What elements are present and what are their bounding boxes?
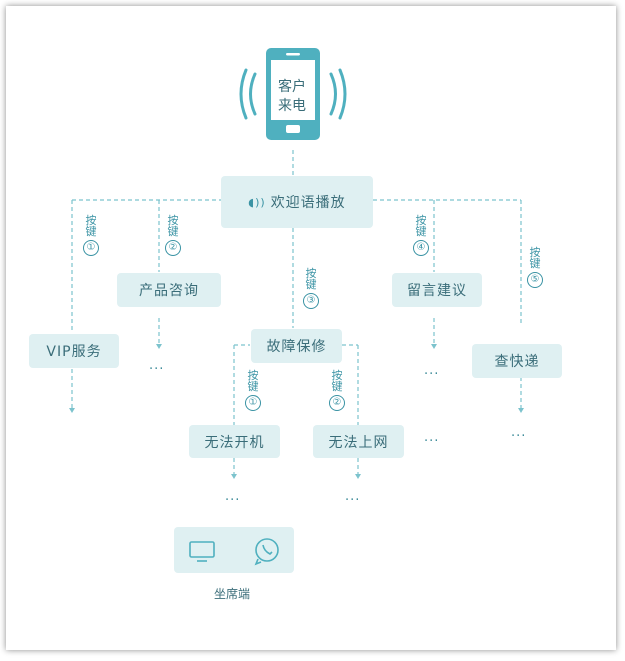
product-inquiry-node[interactable]: 产品咨询 <box>117 273 221 307</box>
feedback-node[interactable]: 留言建议 <box>392 273 482 307</box>
welcome-node[interactable]: ◖)) 欢迎语播放 <box>221 176 373 228</box>
agent-terminal-box <box>174 527 294 573</box>
cannot-boot-node[interactable]: 无法开机 <box>189 425 280 458</box>
sound-icon: ◖)) <box>248 195 266 209</box>
fault-more-ellipsis: ... <box>424 430 440 445</box>
fault-repair-node[interactable]: 故障保修 <box>251 329 342 363</box>
express-query-node[interactable]: 查快递 <box>472 344 562 378</box>
phone-text-line2: 来电 <box>278 98 306 114</box>
no-boot-more-ellipsis: ... <box>225 489 241 504</box>
feedback-more-ellipsis: ... <box>424 363 440 378</box>
agent-caption: 坐席端 <box>214 587 251 601</box>
phone-text-line1: 客户 <box>278 79 306 95</box>
cannot-connect-node[interactable]: 无法上网 <box>313 425 404 458</box>
no-net-more-ellipsis: ... <box>345 489 361 504</box>
product-more-ellipsis: ... <box>149 358 165 373</box>
express-more-ellipsis: ... <box>511 425 527 440</box>
welcome-label: 欢迎语播放 <box>270 195 346 211</box>
vip-service-node[interactable]: VIP服务 <box>29 334 119 368</box>
